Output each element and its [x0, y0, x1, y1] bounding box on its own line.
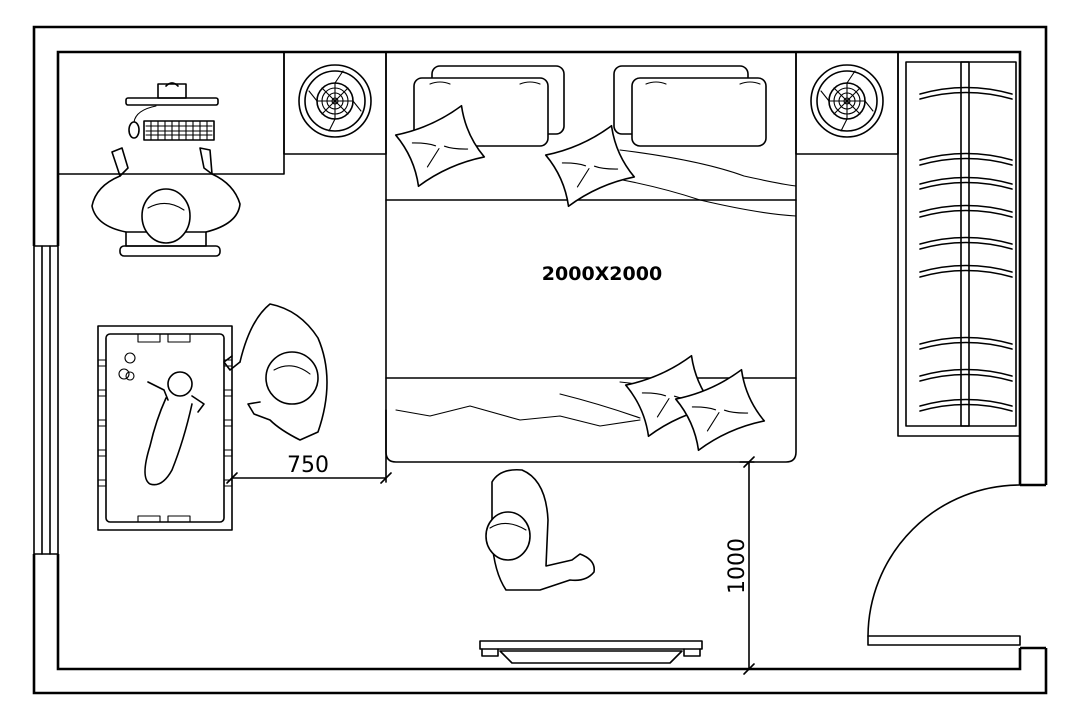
dimension-label-1000: 1000: [725, 538, 750, 594]
person-icon: [91, 147, 241, 257]
baby-icon: [144, 371, 205, 486]
pillow-icon: [613, 65, 767, 147]
crib-icon: [97, 325, 233, 531]
desk-computer-icon: [125, 82, 219, 141]
nightstand-lamp-icon: [810, 64, 884, 138]
wardrobe-icon: [897, 51, 1021, 437]
desk: [57, 51, 285, 175]
dimension-1000: [739, 456, 755, 675]
person-icon: [223, 303, 328, 441]
window-icon: [33, 245, 59, 555]
tv-icon: [479, 640, 703, 664]
nightstand-lamp-icon: [298, 64, 372, 138]
dimension-label-750: 750: [287, 453, 329, 478]
bed-size-label: 2000X2000: [542, 263, 662, 285]
pillow-icon: [544, 124, 636, 208]
door-swing-icon: [867, 484, 1021, 646]
person-icon: [485, 468, 596, 591]
dimension-750: [226, 409, 392, 484]
